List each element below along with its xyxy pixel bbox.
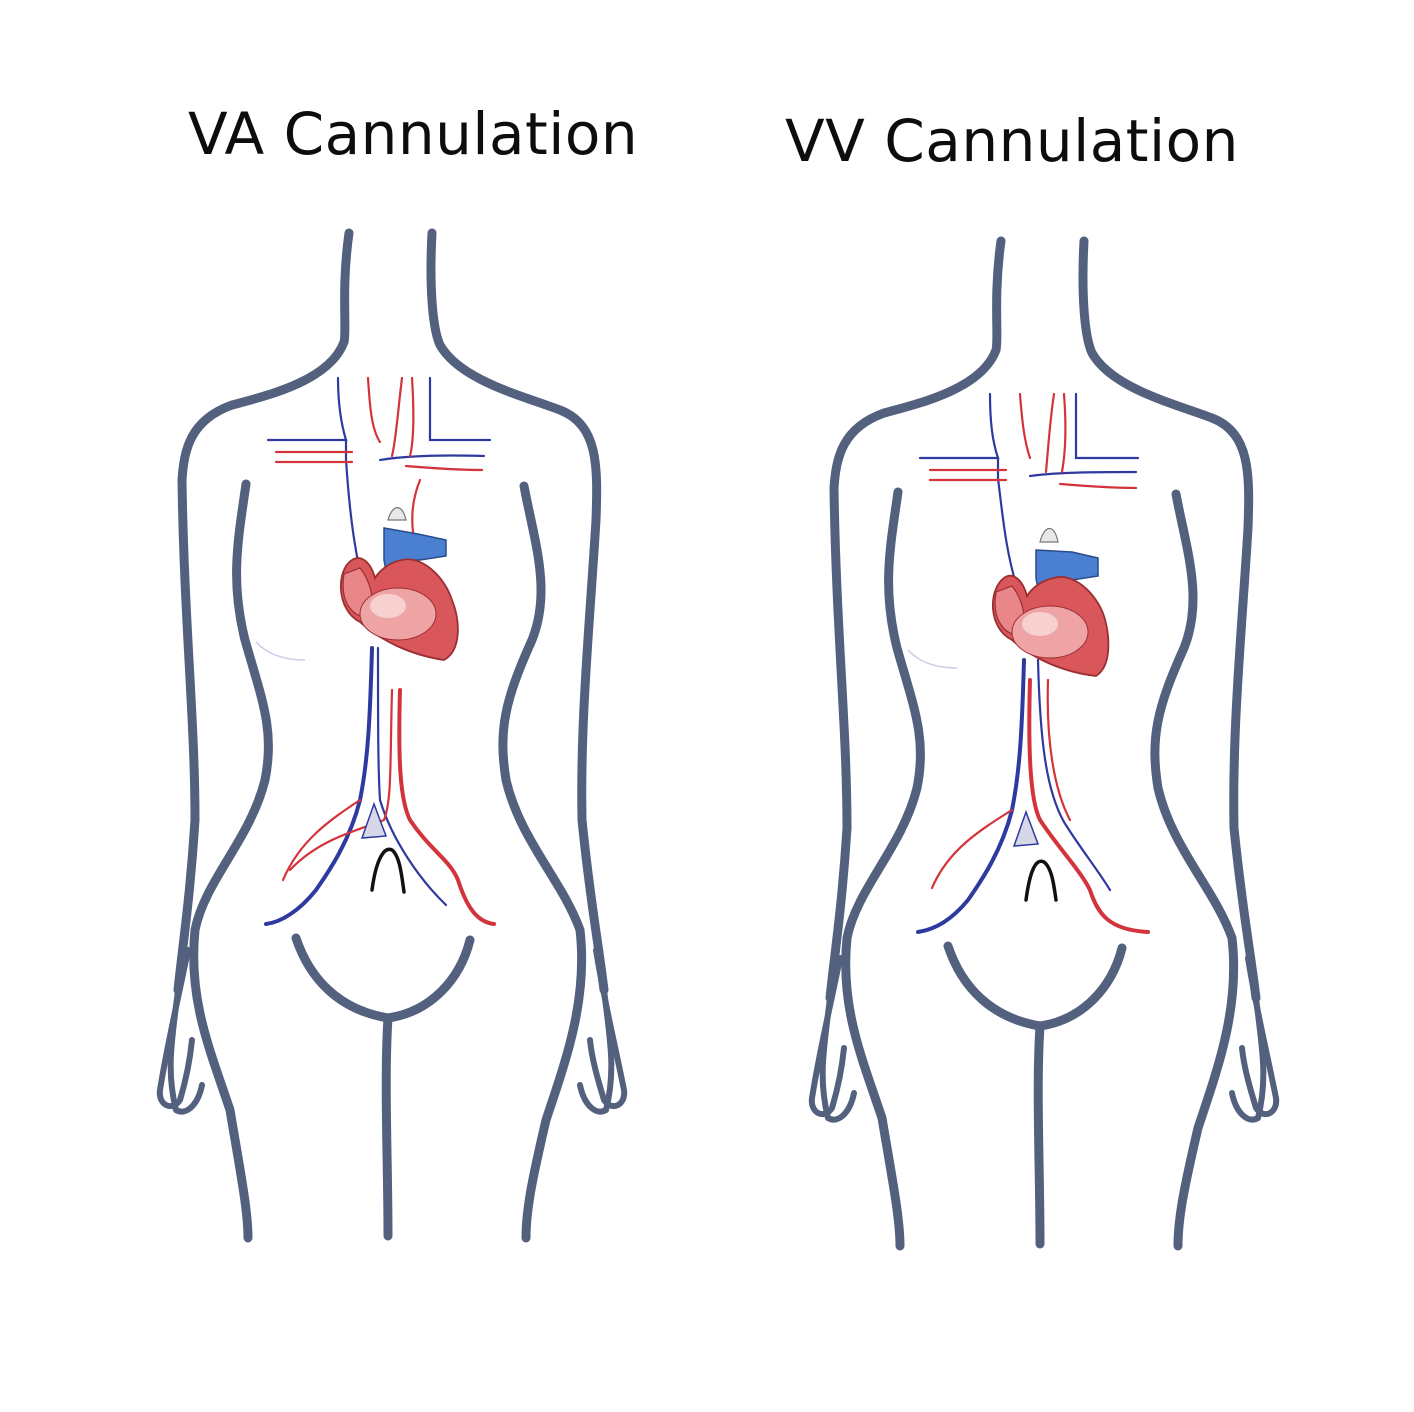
vv-cannulation-title: VV Cannulation [785,107,1239,175]
vv-vascular-system [916,392,1150,934]
va-vascular-system [264,376,496,926]
va-cannulation-title: VA Cannulation [188,100,639,168]
